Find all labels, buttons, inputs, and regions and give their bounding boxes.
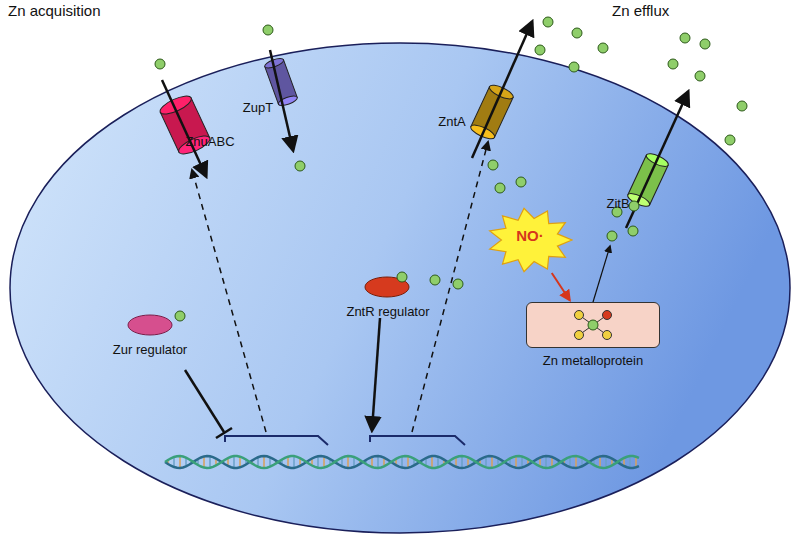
metalloprotein-box: Zn metalloprotein [522, 300, 664, 371]
base-pair [377, 456, 379, 468]
section-heading: Zn acquisition [8, 2, 101, 19]
transporter-label: ZnuABC [181, 133, 239, 152]
protein-shape [526, 302, 660, 348]
node-label: Zur regulator [113, 343, 188, 358]
zinc-ion [488, 160, 498, 170]
base-pair [323, 456, 325, 467]
import-arrow [162, 80, 206, 176]
activation-arrow [372, 318, 380, 430]
base-pair [347, 456, 349, 468]
base-pair [545, 456, 547, 468]
zinc-ion [572, 28, 582, 38]
transporter-label: ZntA [434, 113, 470, 132]
promoter-line [370, 436, 465, 445]
base-pair [635, 457, 637, 468]
node-label: ZnuABC [185, 135, 235, 150]
base-pair [437, 457, 439, 468]
node-label: ZitB [606, 197, 630, 212]
base-pair [203, 456, 205, 467]
transporter-label: ZupT [239, 99, 278, 118]
zinc-ion [155, 59, 165, 69]
base-pair [233, 456, 235, 468]
zinc-ion [629, 201, 639, 211]
zinc-ion [516, 177, 526, 187]
base-pair [179, 456, 181, 468]
cell-envelope [10, 43, 790, 533]
star-outline [490, 208, 572, 271]
base-pair [599, 456, 601, 467]
znuabc-transporter-top [158, 92, 194, 117]
ligand [603, 311, 612, 320]
zinc-ion [263, 25, 273, 35]
promoter-line [225, 436, 328, 445]
base-pair [485, 457, 487, 468]
transporter-label: ZitB [602, 195, 634, 214]
zinc-ion [543, 17, 553, 27]
zinc-ion [668, 59, 678, 69]
section-heading: Zn efflux [612, 2, 669, 19]
base-pair [575, 456, 577, 468]
dna-helix [165, 456, 639, 468]
base-pair [515, 456, 517, 468]
radical-label: NO· [513, 227, 547, 244]
export-arrow [626, 92, 688, 228]
zinc-ion [700, 39, 710, 49]
expression-arrow [192, 170, 266, 432]
base-pair [605, 456, 607, 467]
ligand [575, 331, 584, 340]
expression-arrow [412, 142, 488, 432]
base-pair [263, 456, 265, 468]
regulator-label: ZntR regulator [342, 303, 434, 322]
dna-strand [165, 456, 639, 468]
node-label: Zn metalloprotein [526, 354, 660, 369]
base-pair [287, 457, 289, 468]
zinc-ion [495, 183, 505, 193]
metal-center [527, 303, 659, 347]
base-pair [407, 456, 409, 467]
zinc-ion [397, 272, 407, 282]
zinc-ion [535, 45, 545, 55]
zinc-ion [725, 135, 735, 145]
dna-strand [165, 456, 639, 468]
ligand [603, 331, 612, 340]
base-pair [317, 456, 319, 468]
node-label: ZntA [438, 115, 466, 130]
base-pair [521, 456, 523, 467]
base-pair [491, 456, 493, 468]
zinc-ion [598, 43, 608, 53]
zinc-ion [175, 311, 185, 321]
export-arrow [472, 22, 532, 158]
base-pair [293, 456, 295, 468]
base-pair [629, 456, 631, 468]
node-label: ZntR regulator [346, 305, 430, 320]
base-pair [239, 457, 241, 468]
repression-line [185, 370, 224, 432]
zinc-ion [588, 320, 598, 330]
zinc-ion [680, 33, 690, 43]
import-arrow [270, 50, 293, 150]
base-pair [209, 456, 211, 468]
ligand [575, 311, 584, 320]
no-burst: NO· [487, 207, 573, 273]
zinc-ion [607, 231, 617, 241]
base-pair [401, 456, 403, 467]
zur-protein [128, 315, 172, 335]
zinc-ion [737, 101, 747, 111]
zinc-ion [430, 275, 440, 285]
zinc-ion [628, 226, 638, 236]
regulator-label: Zur regulator [109, 341, 192, 360]
repression-bar [216, 428, 232, 438]
base-pair [461, 456, 463, 468]
zinc-ion [569, 62, 579, 72]
base-pair [431, 456, 433, 468]
nitrosative-attack-arrow [552, 273, 570, 300]
zinc-ion [453, 279, 463, 289]
zinc-ion [695, 71, 705, 81]
zinc-ion [295, 161, 305, 171]
node-label: ZupT [243, 101, 274, 116]
